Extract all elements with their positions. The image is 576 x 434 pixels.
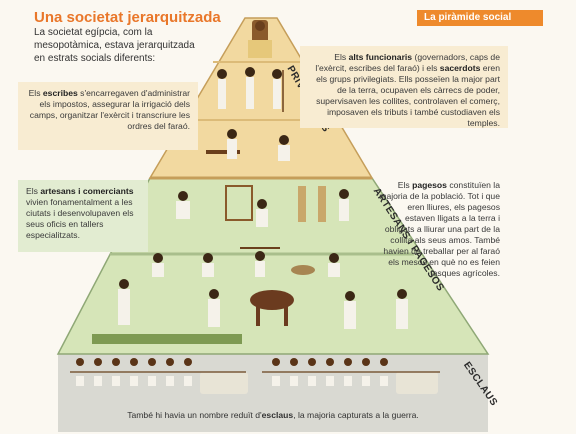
farmers-note: Els pagesos constituïen la majoria de la… [379, 180, 500, 278]
footer-caption: També hi havia un nombre reduït d'esclau… [127, 410, 419, 420]
section-badge: La piràmide social [417, 10, 543, 26]
intro-text: La societat egípcia, com la mesopotàmica… [34, 27, 195, 64]
crop-field [92, 334, 242, 344]
artisans-note: Els artesans i comerciants vivien foname… [18, 180, 148, 252]
slaves-figures [70, 358, 440, 394]
scribes-note: Els escribes s'encarregaven d'administra… [18, 82, 198, 150]
officials-note: Els alts funcionaris (governadors, caps … [300, 46, 508, 128]
scribes-figures [206, 129, 290, 161]
pharaoh-figure [248, 20, 272, 58]
craftsmen-figures [152, 247, 340, 277]
officials-figures [217, 67, 284, 112]
farmers-figures [118, 279, 408, 329]
artisans-figures [176, 185, 349, 227]
page-title: Una societat jerarquitzada [34, 9, 221, 26]
